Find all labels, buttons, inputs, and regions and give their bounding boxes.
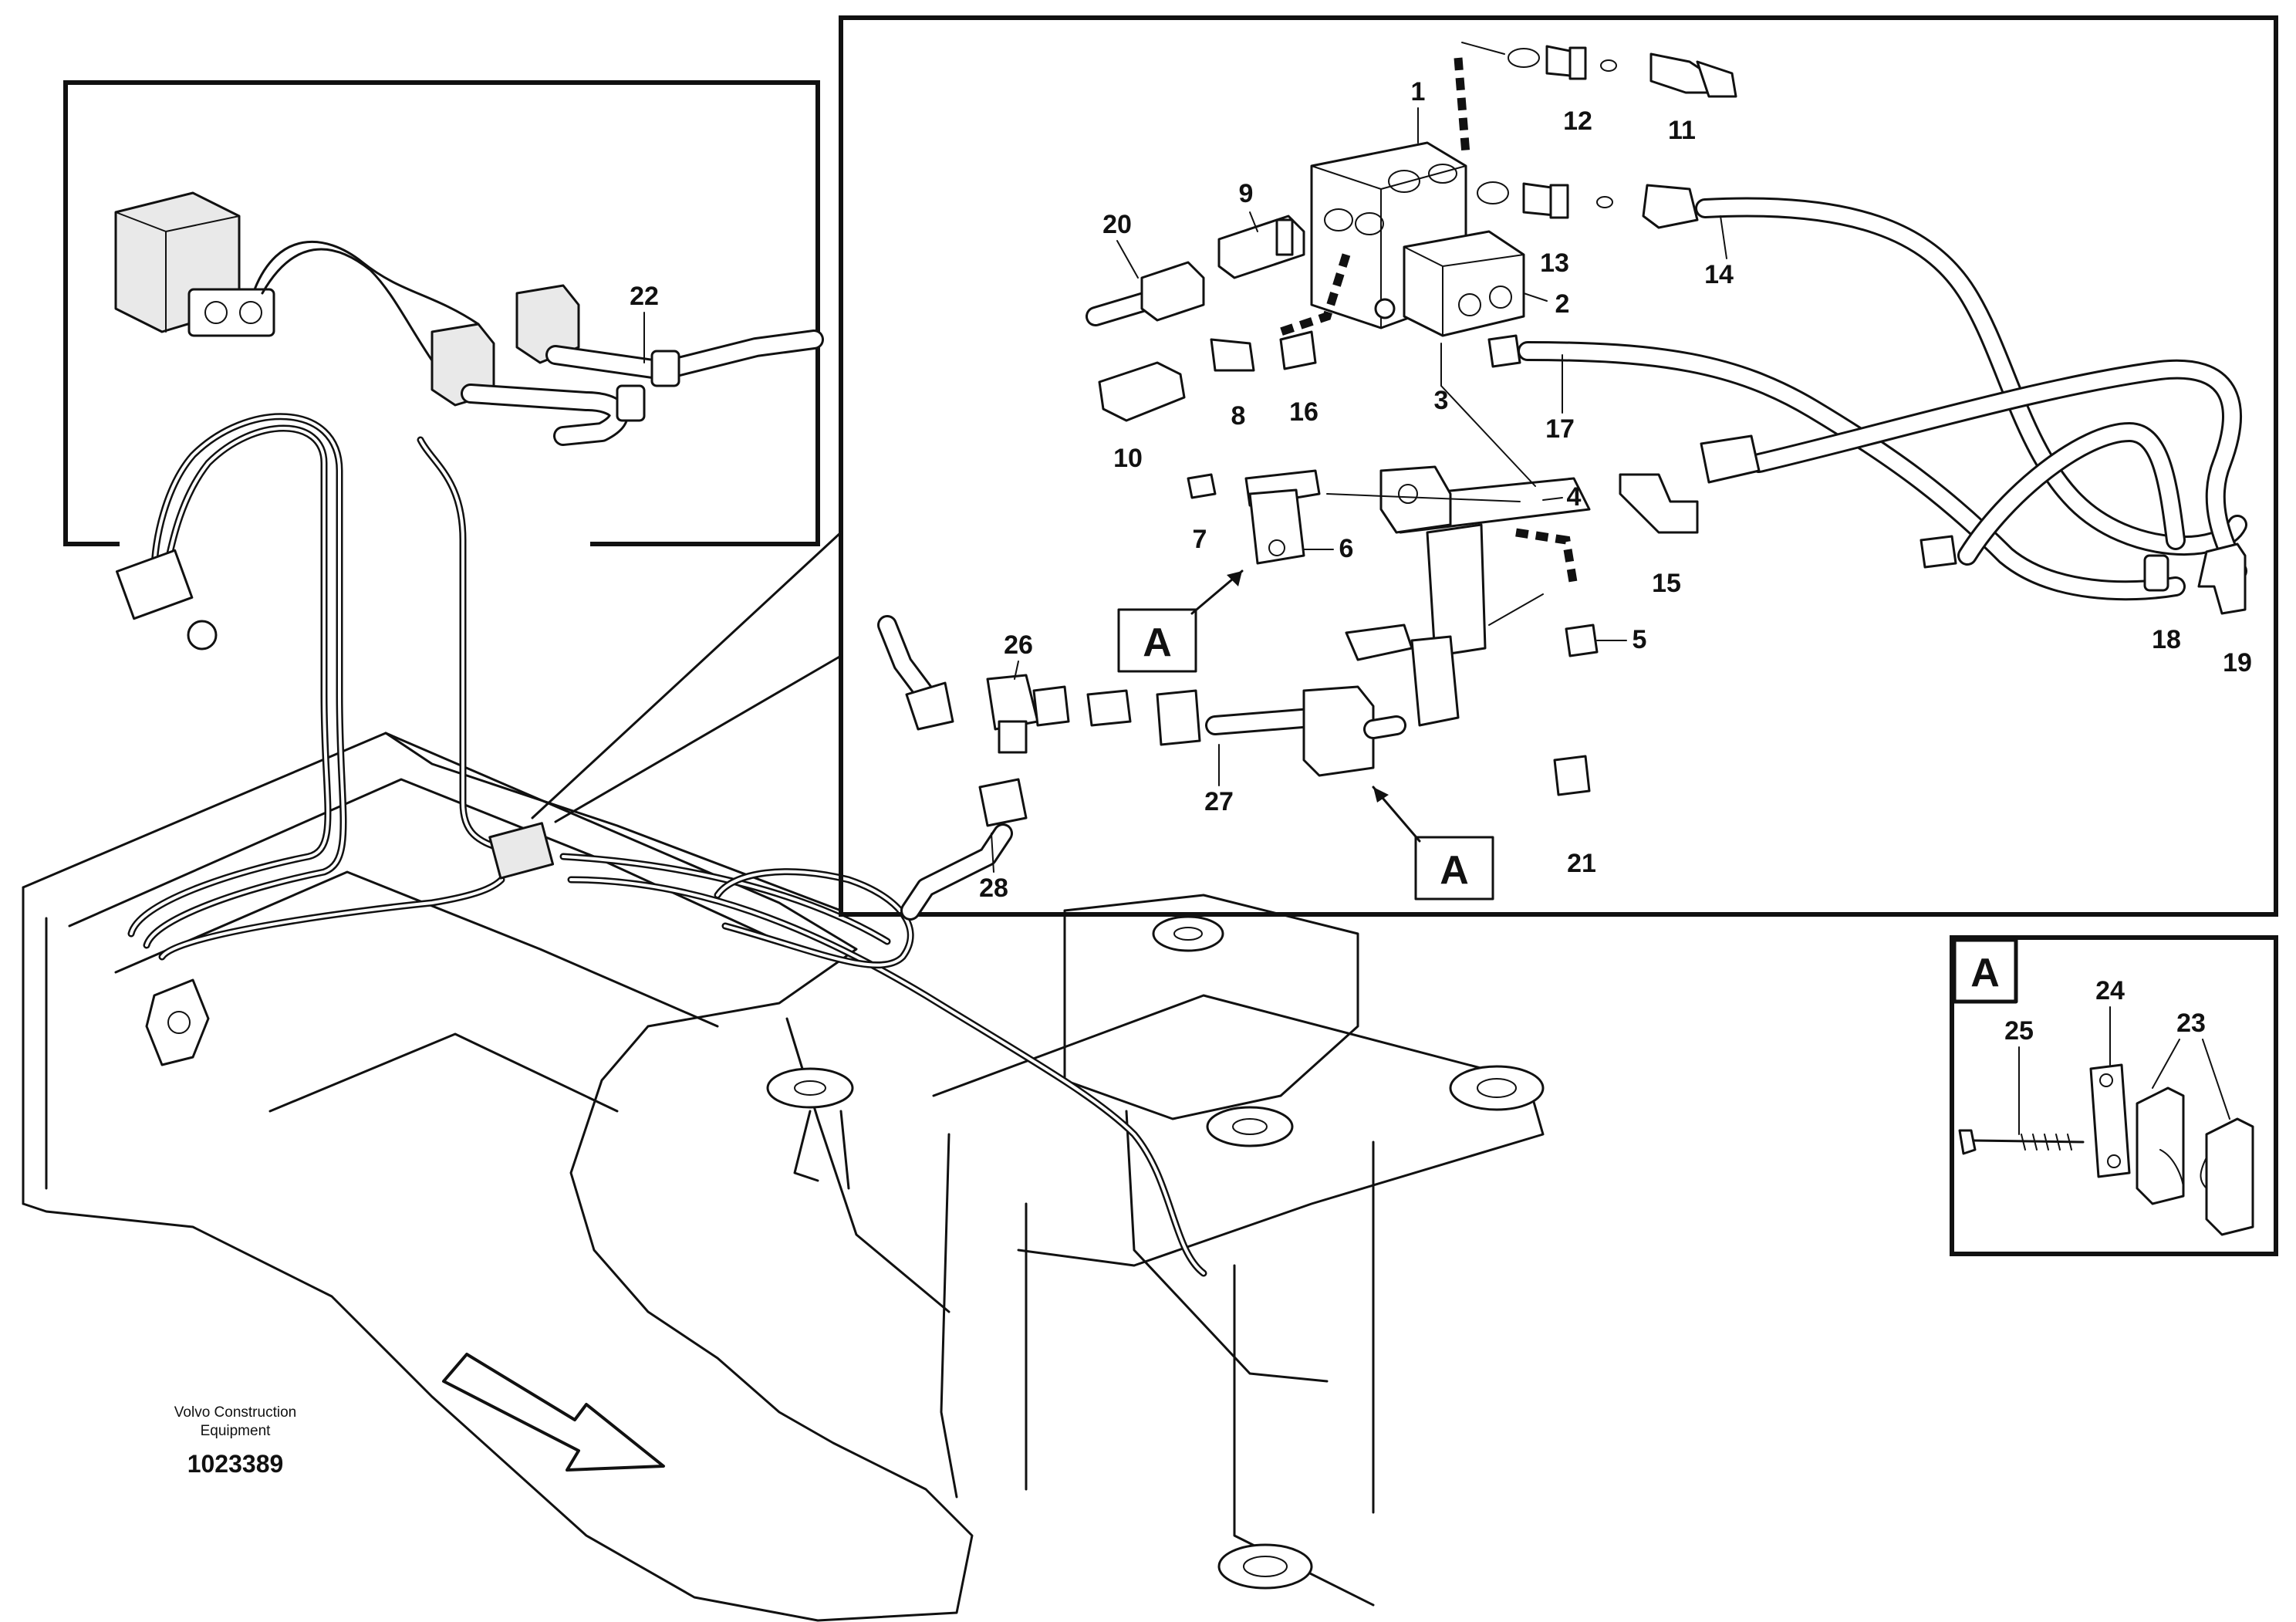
- callout-3: 3: [1434, 386, 1449, 415]
- callout-6: 6: [1339, 534, 1354, 563]
- callout-18: 18: [2152, 625, 2181, 654]
- callout-27: 27: [1204, 787, 1234, 816]
- brand-line-1: Volvo Construction: [174, 1404, 296, 1421]
- callout-10: 10: [1113, 444, 1143, 473]
- callout-9: 9: [1239, 179, 1254, 208]
- section-label-a-1: A: [1143, 620, 1172, 665]
- leader-lines: [643, 107, 2230, 1135]
- callout-24: 24: [2095, 976, 2125, 1005]
- brand-line-2: Equipment: [201, 1423, 272, 1439]
- machine-frame: [22, 732, 1545, 1622]
- callout-4: 4: [1567, 482, 1582, 512]
- callout-13: 13: [1540, 248, 1569, 278]
- callout-22: 22: [630, 282, 659, 311]
- callout-26: 26: [1004, 630, 1033, 660]
- section-label-a-3: A: [1970, 951, 2000, 995]
- callout-12: 12: [1563, 106, 1592, 136]
- frame-hoses: [115, 413, 1207, 1277]
- callout-7: 7: [1193, 525, 1207, 554]
- section-label-a-2: A: [1440, 848, 1469, 893]
- callout-28: 28: [979, 874, 1008, 903]
- callout-1: 1: [1411, 77, 1426, 106]
- callout-8: 8: [1231, 401, 1246, 431]
- callout-11: 11: [1668, 116, 1696, 145]
- callout-5: 5: [1633, 625, 1647, 654]
- callout-labels: 1 2 3 4 5 6 7 8 9 10 11 12 13 14 15 16 1…: [630, 77, 2252, 1046]
- callout-17: 17: [1545, 414, 1575, 444]
- doc-number: 1023389: [187, 1450, 284, 1478]
- arrow-icon: [442, 1353, 665, 1472]
- callout-25: 25: [2004, 1016, 2034, 1046]
- inset-22: [63, 80, 824, 546]
- callout-2: 2: [1555, 289, 1570, 319]
- callout-19: 19: [2223, 648, 2252, 678]
- callout-21: 21: [1567, 849, 1596, 878]
- callout-15: 15: [1652, 569, 1681, 598]
- callout-23: 23: [2176, 1009, 2206, 1038]
- callout-14: 14: [1704, 260, 1734, 289]
- exploded-view-inset: [531, 15, 2278, 921]
- callout-20: 20: [1102, 210, 1132, 239]
- callout-16: 16: [1289, 397, 1319, 427]
- detail-a-inset: [1950, 935, 2278, 1256]
